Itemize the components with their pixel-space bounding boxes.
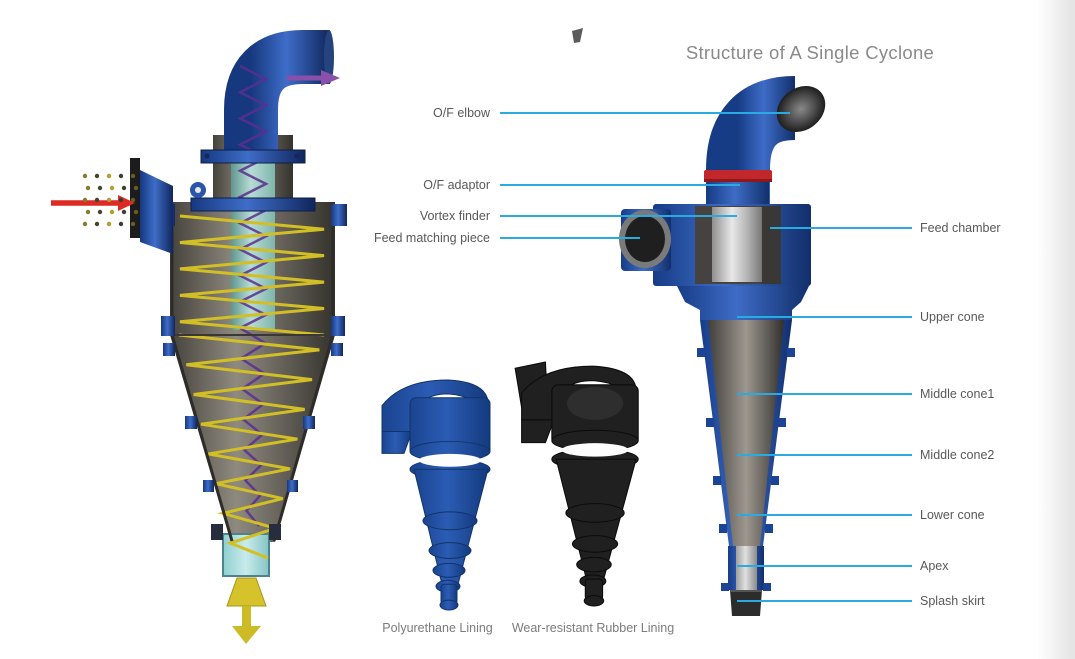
cone-flange (765, 524, 773, 533)
bolt (204, 153, 210, 159)
apex-inner (736, 546, 757, 590)
right-edge-shading (1037, 0, 1075, 659)
cone-flange (713, 476, 721, 485)
cone-flange (287, 480, 298, 492)
caption-rubber: Wear-resistant Rubber Lining (511, 621, 675, 635)
polyurethane-lining-cyclone (381, 379, 491, 611)
body-flange (331, 204, 347, 226)
cone-flange (719, 524, 727, 533)
label-feed-matching-piece: Feed matching piece (373, 231, 490, 245)
label-of-elbow: O/F elbow (433, 106, 490, 120)
cone-flange (787, 348, 795, 357)
label-feed-chamber: Feed chamber (920, 221, 1001, 235)
inlet-flange (130, 158, 140, 238)
cone-inner (708, 320, 784, 546)
elbow-opening (324, 30, 334, 84)
lifting-ear-hole (195, 187, 201, 193)
purple-inner-spiral (237, 64, 269, 330)
cone-flange (778, 418, 786, 427)
yellow-outer-spiral-cone (178, 333, 320, 560)
chamber-skirt (677, 286, 809, 320)
leader-line-splash-skirt (737, 600, 912, 602)
diagram-title: Structure of A Single Cyclone (685, 42, 935, 63)
cone-flange (163, 343, 175, 356)
feed-particles (82, 173, 139, 227)
caption-polyurethane: Polyurethane Lining (382, 621, 493, 635)
label-of-adaptor: O/F adaptor (423, 178, 490, 192)
small-artifact-mark (572, 28, 583, 43)
leader-line-apex (737, 565, 912, 567)
cutaway-hydrocyclone-illustration (51, 29, 347, 644)
leader-line-feed-matching-piece (500, 237, 640, 239)
label-vortex-finder: Vortex finder (419, 209, 490, 223)
overflow-arrowhead-icon (321, 70, 340, 86)
body-flange (161, 316, 175, 336)
apex-flange (763, 583, 771, 591)
of-adaptor-shadow (704, 179, 772, 182)
top-opening (566, 386, 624, 420)
yellow-outer-spiral-body (179, 214, 325, 337)
cutaway-cone (170, 335, 335, 542)
of-pipe (707, 182, 769, 204)
lining-ring-gap (419, 453, 481, 467)
leader-line-middle-cone1 (737, 393, 912, 395)
apex-flange (211, 524, 223, 540)
feed-inlet-opening (625, 216, 665, 262)
leader-line-lower-cone (737, 514, 912, 516)
cone-flange (697, 348, 705, 357)
label-middle-cone1: Middle cone1 (920, 387, 995, 401)
cone-flange (331, 343, 343, 356)
apex-flange (269, 524, 281, 540)
underflow-arrowhead-icon (232, 626, 261, 644)
leader-line-upper-cone (737, 316, 912, 318)
label-middle-cone2: Middle cone2 (920, 448, 995, 462)
rubber-lining-cyclone (514, 361, 639, 607)
leader-line-of-adaptor (500, 184, 740, 186)
vortex-finder-cylinder (712, 207, 762, 282)
leader-line-vortex-finder (500, 215, 737, 217)
underflow-arrow-shaft (242, 606, 251, 626)
elbow-opening (776, 85, 826, 133)
label-apex: Apex (920, 559, 949, 573)
overflow-elbow (224, 29, 330, 152)
cone-flange (706, 418, 714, 427)
body-flange (331, 316, 345, 336)
leader-line-middle-cone2 (737, 454, 912, 456)
label-splash-skirt: Splash skirt (920, 594, 985, 608)
cone-flange (203, 480, 214, 492)
cone-flange (185, 416, 197, 429)
feed-chamber-shadow (761, 206, 781, 284)
splash-skirt (730, 590, 762, 616)
single-cyclone-structure-render (619, 76, 826, 616)
label-upper-cone: Upper cone (920, 310, 985, 324)
cone-flange (771, 476, 779, 485)
neck-flange-lower (190, 197, 316, 212)
leader-line-feed-chamber (770, 227, 912, 229)
leader-line-of-elbow (500, 112, 790, 114)
label-lower-cone: Lower cone (920, 508, 985, 522)
neck-flange-upper (200, 149, 306, 164)
underflow-spray (226, 577, 267, 607)
lining-ring-gap (561, 443, 629, 457)
bolt (294, 153, 300, 159)
cone-flange (303, 416, 315, 429)
inlet-pipe (140, 170, 173, 254)
apex-flange (721, 583, 729, 591)
